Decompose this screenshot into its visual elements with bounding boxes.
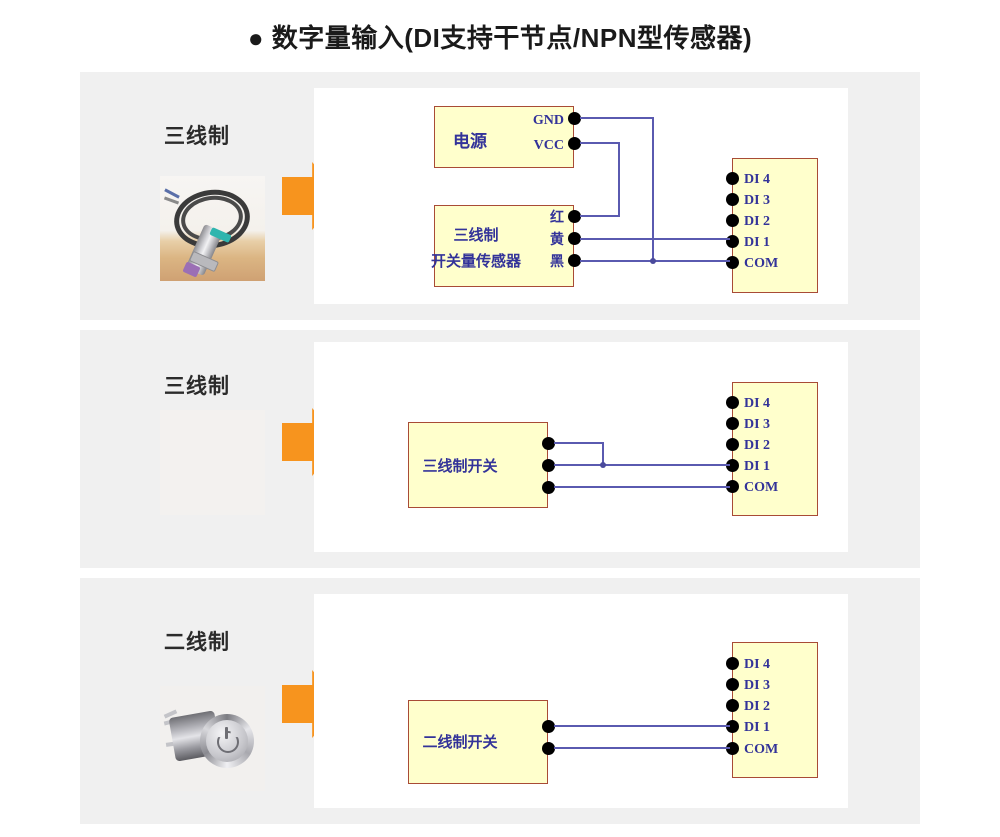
- three-wire-sensor-block: 三线制 开关量传感器: [431, 205, 574, 287]
- wire-label-black: 黑: [550, 255, 564, 270]
- page-title: ● 数字量输入(DI支持干节点/NPN型传感器): [247, 23, 753, 53]
- terminal-dot-switch-top: [542, 720, 555, 733]
- three-wire-switch-label: 三线制开关: [422, 459, 498, 475]
- schematic-canvas: 三线制开关 DI 4 DI 3 DI 2 DI 1 COM: [314, 342, 848, 552]
- pin-label-gnd: GND: [532, 113, 564, 128]
- wire-switch-bottom-to-com: [554, 747, 730, 749]
- power-supply-block: 电源: [434, 106, 574, 168]
- terminal-dot-di1: [726, 720, 739, 733]
- wiring-panel-three-wire-switch: 三线制 三线制开关 DI 4 DI 3 DI 2 DI 1: [80, 330, 920, 568]
- power-supply-label: 电源: [453, 132, 487, 151]
- terminal-dot-di3: [726, 417, 739, 430]
- pin-label-di3: DI 3: [744, 193, 771, 208]
- terminal-dot-switch-bottom: [542, 481, 555, 494]
- terminal-dot-di2: [726, 438, 739, 451]
- terminal-dot-di4: [726, 657, 739, 670]
- wire-junction-com: [650, 258, 656, 264]
- terminal-dot-switch-top: [542, 437, 555, 450]
- wire-switch-top-down: [602, 442, 604, 464]
- wire-label-red: 红: [550, 211, 564, 226]
- wire-gnd-right: [580, 117, 654, 119]
- wire-switch-top-right: [554, 442, 604, 444]
- wire-label-yellow: 黄: [550, 233, 564, 248]
- di-terminal-block: [732, 158, 818, 293]
- pin-label-di2: DI 2: [744, 438, 771, 453]
- panel-label: 三线制: [164, 125, 230, 148]
- terminal-dot-gnd: [568, 112, 581, 125]
- terminal-dot-switch-middle: [542, 459, 555, 472]
- terminal-dot-yellow: [568, 232, 581, 245]
- terminal-dot-di1: [726, 459, 739, 472]
- pin-label-com: COM: [744, 256, 779, 271]
- pin-label-di1: DI 1: [744, 235, 771, 250]
- pin-label-di3: DI 3: [744, 417, 771, 432]
- pin-label-di4: DI 4: [744, 657, 771, 672]
- pin-label-com: COM: [744, 742, 779, 757]
- two-wire-switch-label: 二线制开关: [422, 735, 498, 751]
- schematic-canvas: 电源 GND VCC 三线制 开关量传感器 红 黄 黑 DI 4 DI 3 DI…: [314, 88, 848, 304]
- two-wire-switch-block: 二线制开关: [408, 700, 548, 784]
- wire-vcc-down: [618, 142, 620, 216]
- schematic-canvas: 二线制开关 DI 4 DI 3 DI 2 DI 1 COM: [314, 594, 848, 808]
- pin-label-di1: DI 1: [744, 720, 771, 735]
- inductive-proximity-sensor-photo: [160, 176, 265, 281]
- pin-label-di2: DI 2: [744, 699, 771, 714]
- terminal-dot-com: [726, 742, 739, 755]
- metal-power-push-button-photo: [160, 686, 265, 791]
- wire-vcc-to-red: [580, 215, 620, 217]
- pin-label-di3: DI 3: [744, 678, 771, 693]
- di-terminal-block: [732, 382, 818, 516]
- wire-switch-top-to-di1: [554, 725, 730, 727]
- wire-gnd-down: [652, 117, 654, 261]
- sensor-label-line-2: 开关量传感器: [430, 254, 521, 270]
- terminal-dot-di1: [726, 235, 739, 248]
- panel-label: 二线制: [164, 631, 230, 654]
- pin-label-vcc: VCC: [533, 138, 564, 153]
- wire-junction-di1: [600, 462, 606, 468]
- wire-switch-bottom-to-com: [554, 486, 730, 488]
- wire-vcc-right: [580, 142, 620, 144]
- terminal-dot-di3: [726, 678, 739, 691]
- wire-switch-middle-to-di1: [554, 464, 730, 466]
- pin-label-di1: DI 1: [744, 459, 771, 474]
- sensor-label-line-1: 三线制: [453, 228, 499, 244]
- terminal-dot-red: [568, 210, 581, 223]
- wiring-panel-two-wire-switch: 二线制 二线制开关 DI 4 DI 3 DI 2 DI 1 COM: [80, 578, 920, 824]
- wire-yellow-to-di1: [580, 238, 730, 240]
- red-emergency-stop-buttons-photo: [160, 410, 265, 515]
- three-wire-switch-block: 三线制开关: [408, 422, 548, 508]
- panel-label: 三线制: [164, 375, 230, 398]
- terminal-dot-com: [726, 256, 739, 269]
- wiring-panel-three-wire-sensor: 三线制 电源 GND VCC 三线制 开关量传感器 红 黄 黑: [80, 72, 920, 320]
- pin-label-com: COM: [744, 480, 779, 495]
- terminal-dot-di4: [726, 396, 739, 409]
- pin-label-di2: DI 2: [744, 214, 771, 229]
- terminal-dot-switch-bottom: [542, 742, 555, 755]
- terminal-dot-di2: [726, 699, 739, 712]
- pin-label-di4: DI 4: [744, 396, 771, 411]
- terminal-dot-di2: [726, 214, 739, 227]
- terminal-dot-vcc: [568, 137, 581, 150]
- pin-label-di4: DI 4: [744, 172, 771, 187]
- terminal-dot-com: [726, 480, 739, 493]
- terminal-dot-black: [568, 254, 581, 267]
- terminal-dot-di3: [726, 193, 739, 206]
- terminal-dot-di4: [726, 172, 739, 185]
